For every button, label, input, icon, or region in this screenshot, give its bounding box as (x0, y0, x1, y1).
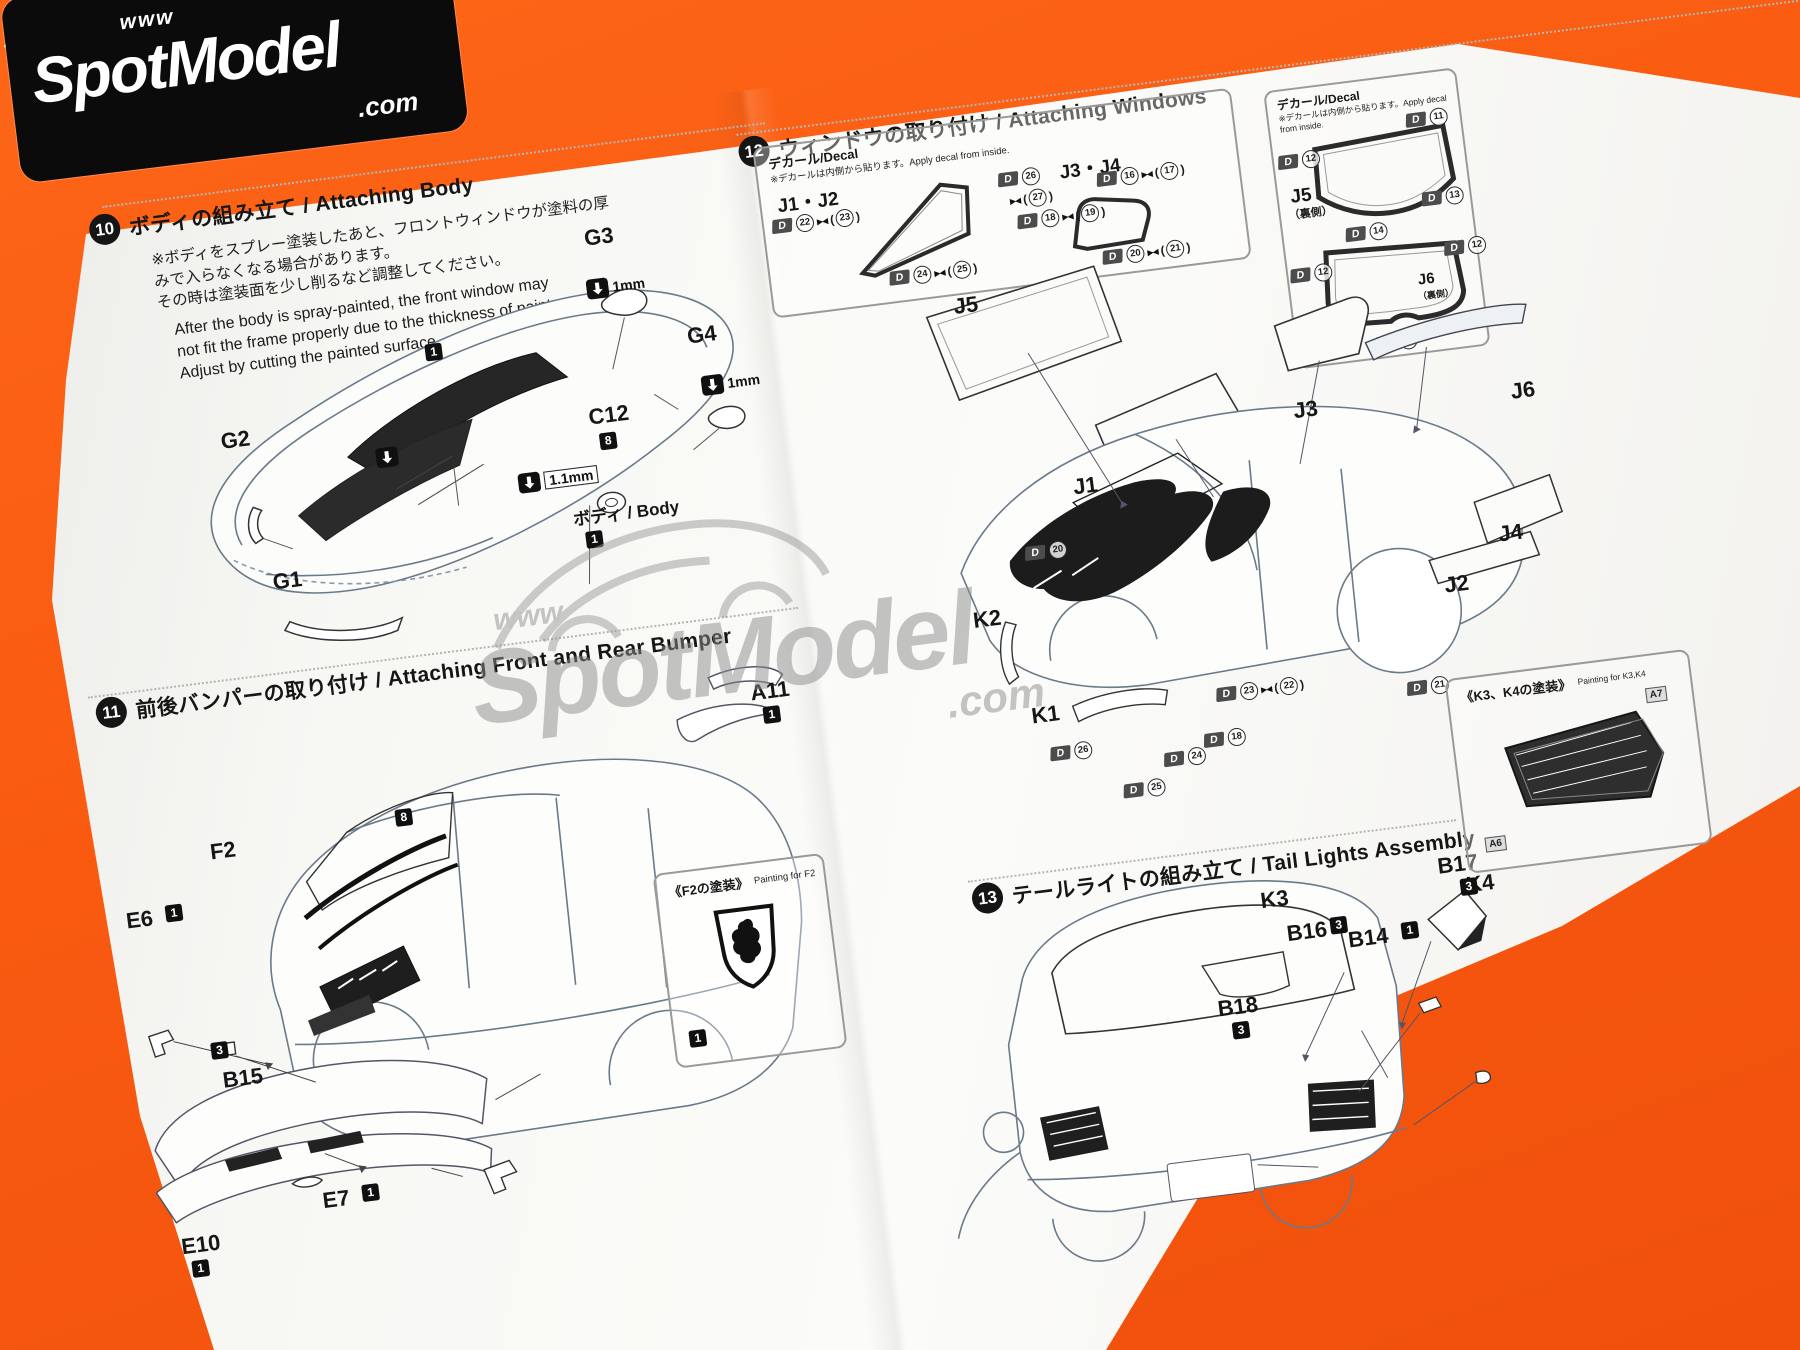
sheet-content: 10 ボディの組み立て / Attaching Body ※ボディをスプレー塗装… (78, 0, 1800, 1350)
part-label-b15: B15 (221, 1062, 265, 1093)
part-label-j5-main: J5 (952, 291, 980, 319)
paint-number-chip: 1 (191, 1259, 211, 1278)
step11-bumper-diagram (147, 666, 803, 1224)
drill-marker-1-1mm: 1.1mm (517, 464, 600, 494)
spotmodel-logo: www SpotModel .com (0, 0, 470, 184)
part-label-j6-main: J6 (1509, 375, 1537, 404)
paint-number-chip: 3 (210, 1040, 230, 1060)
part-label-b16: B16 (1285, 916, 1329, 947)
part-label-e7: E7 (321, 1184, 351, 1214)
drill-size-label: 1mm (611, 274, 646, 295)
paint-callout-a7: A7 (1644, 685, 1668, 704)
part-label-b14: B14 (1346, 922, 1390, 953)
part-label-a11: A11 (748, 675, 791, 706)
f2-paint-subtitle: Painting for F2 (753, 867, 817, 887)
part-label-j3: J3 (1291, 395, 1320, 424)
peugeot-shield-logo (713, 903, 776, 989)
part-label-j1: J1 (1071, 471, 1100, 500)
k3-k4-painting-box: 《K3、K4の塗装》 Painting for K3,K4 A7 A6 (1444, 648, 1713, 874)
step10-body-diagram (210, 288, 746, 642)
part-label-k3: K3 (1258, 884, 1290, 914)
drill-icon (585, 277, 610, 300)
paint-number-chip: 1 (1400, 920, 1420, 940)
step10-number-badge: 10 (87, 212, 123, 247)
paint-number-chip: 1 (361, 1183, 381, 1203)
paint-number-chip: 3 (1459, 877, 1479, 897)
paint-number-chip: 1 (584, 529, 604, 549)
step13-tail-lights-diagram (957, 880, 1492, 1262)
part-label-c12: C12 (587, 399, 631, 430)
part-label-g4: G4 (685, 320, 718, 349)
paint-number-chip: 1 (688, 1028, 708, 1048)
part-label-e10: E10 (179, 1229, 222, 1260)
drill-icon (374, 445, 400, 469)
paint-number-chip: 3 (1231, 1020, 1251, 1040)
drill-icon (700, 373, 725, 397)
paint-number-chip: 1 (164, 903, 184, 923)
drill-marker-c (374, 445, 400, 469)
paint-number-chip: 3 (1329, 915, 1349, 935)
drill-size-label: 1mm (726, 370, 761, 391)
tail-light-drawing (1504, 710, 1665, 808)
k34-paint-subtitle: Painting for K3,K4 (1576, 668, 1647, 687)
part-label-b18: B18 (1216, 991, 1260, 1022)
step12-window-fitting-diagram (925, 265, 1564, 723)
part-label-e6: E6 (124, 905, 155, 934)
part-label-j2: J2 (1442, 569, 1471, 598)
part-label-g2: G2 (219, 425, 252, 454)
door-glass-drawing (858, 182, 971, 278)
part-label-f2: F2 (208, 836, 238, 865)
part-label-j4: J4 (1496, 518, 1525, 547)
f2-painting-box: 《F2の塗装》 Painting for F2 1 (652, 852, 848, 1069)
drill-marker-1mm-a: 1mm (585, 273, 646, 300)
part-label-g1: G1 (271, 565, 304, 595)
f2-paint-title: 《F2の塗装》 (667, 875, 750, 901)
paint-number-chip: 8 (598, 431, 618, 451)
decal-marker: ▶◀(27) (1009, 187, 1054, 208)
part-label-k2: K2 (971, 604, 1003, 633)
part-label-k1: K1 (1029, 700, 1062, 729)
drill-marker-1mm-b: 1mm (700, 369, 761, 397)
paint-callout-a6: A6 (1484, 835, 1507, 853)
k34-paint-title: 《K3、K4の塗装》 (1459, 676, 1573, 706)
drill-icon (517, 471, 542, 494)
windshield-drawing (1312, 122, 1457, 217)
decal-box-side-windows: デカール/Decal ※デカールは内側から貼ります。Apply decal fr… (752, 87, 1252, 319)
paint-number-chip: 1 (424, 342, 444, 362)
paint-number-chip: 1 (762, 705, 782, 725)
quarter-glass-drawing (1072, 197, 1151, 251)
part-label-g3: G3 (582, 222, 615, 251)
paint-number-chip: 8 (394, 807, 414, 827)
